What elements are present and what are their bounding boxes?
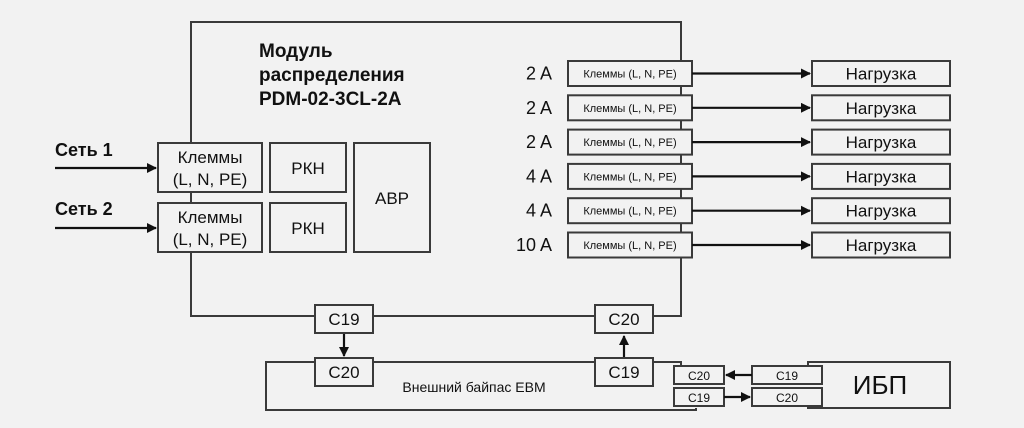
- load-block: [811, 94, 951, 122]
- load-block: [811, 128, 951, 156]
- output-current-rating: 2 A: [526, 64, 552, 84]
- output-terminal-label: Клеммы (L, N, PE): [583, 171, 676, 183]
- load-label: Нагрузка: [846, 202, 917, 221]
- load-label: Нагрузка: [846, 133, 917, 152]
- output-current-rating: 2 A: [526, 132, 552, 152]
- module-title: Модуль распределения PDM-02-3CL-2A: [259, 41, 405, 110]
- output-current-rating: 4 A: [526, 201, 552, 221]
- connector-label: C19: [776, 369, 798, 383]
- bypass-outline-right: [653, 361, 682, 366]
- module-connector-c20: C20: [594, 304, 654, 334]
- module-connector-c19: C19: [314, 304, 374, 334]
- input-terminal-block: [157, 142, 263, 193]
- voltage-relay-label: РКН: [291, 159, 325, 178]
- load-block: [811, 197, 951, 225]
- output-row: 10 A Клеммы (L, N, PE) Нагрузка: [516, 231, 951, 259]
- connector-label: C20: [688, 369, 710, 383]
- ats-box: [353, 142, 431, 253]
- output-terminal-label: Клеммы (L, N, PE): [583, 69, 676, 81]
- bypass-connector-c20: [314, 357, 374, 387]
- load-label: Нагрузка: [846, 167, 917, 186]
- bypass-connector-c19: [594, 357, 654, 387]
- load-label: Нагрузка: [846, 236, 917, 255]
- ats-label: АВР: [375, 189, 409, 208]
- bypass-side-connector-c20: [673, 365, 725, 385]
- output-terminal-block: [567, 231, 693, 259]
- output-current-rating: 10 A: [516, 235, 552, 255]
- module-outline: [190, 21, 682, 317]
- load-label: Нагрузка: [846, 99, 917, 118]
- connector-label: C20: [776, 391, 798, 405]
- output-row: 4 A Клеммы (L, N, PE) Нагрузка: [526, 197, 951, 225]
- connector-box: [594, 304, 654, 334]
- voltage-relay-block: [269, 202, 347, 253]
- connector-label: C19: [608, 363, 639, 382]
- load-block: [811, 60, 951, 87]
- load-label: Нагрузка: [846, 65, 917, 84]
- terminal-label-line-2: (L, N, PE): [173, 170, 248, 189]
- module-title-line-2: распределения: [259, 65, 405, 86]
- output-terminal-label: Клеммы (L, N, PE): [583, 103, 676, 115]
- connector-label: C19: [328, 310, 359, 329]
- connector-box: [314, 304, 374, 334]
- terminal-label-line-2: (L, N, PE): [173, 230, 248, 249]
- connector-label: C20: [608, 310, 639, 329]
- load-block: [811, 162, 951, 190]
- output-row: 2 A Клеммы (L, N, PE) Нагрузка: [526, 94, 951, 122]
- output-current-rating: 4 A: [526, 166, 552, 186]
- ups-label: ИБП: [853, 370, 907, 400]
- output-terminal-label: Клеммы (L, N, PE): [583, 240, 676, 252]
- input-1: Сеть 1 Клеммы (L, N, PE) РКН: [55, 140, 347, 193]
- module-title-line-3: PDM-02-3CL-2A: [259, 89, 402, 110]
- output-row: 2 A Клеммы (L, N, PE) Нагрузка: [526, 128, 951, 156]
- external-bypass: C20 C19 Внешний байпас EBM C20 C19: [265, 357, 725, 411]
- output-current-rating: 2 A: [526, 98, 552, 118]
- output-terminal-label: Клеммы (L, N, PE): [583, 206, 676, 218]
- output-row: 2 A Клеммы (L, N, PE) Нагрузка: [526, 60, 951, 87]
- module-outline-bottom-left: [190, 251, 315, 317]
- ups-outline: [807, 361, 951, 409]
- terminal-label-line-1: Клеммы: [178, 208, 243, 227]
- outputs: 2 A Клеммы (L, N, PE) Нагрузка 2 A Клеммы (L…: [516, 60, 951, 259]
- ups-connector-c20: [751, 387, 823, 407]
- output-terminal-block: [567, 94, 693, 122]
- module-title-line-1: Модуль: [259, 41, 333, 62]
- load-block: [811, 231, 951, 259]
- output-row: 4 A Клеммы (L, N, PE) Нагрузка: [526, 162, 951, 190]
- input-2: Сеть 2 Клеммы (L, N, PE) РКН: [55, 199, 347, 253]
- ups: ИБП C19 C20: [751, 361, 951, 409]
- input-terminal-block: [157, 202, 263, 253]
- connector-label: C20: [328, 363, 359, 382]
- bypass-outline-left: [265, 361, 697, 411]
- input-label: Сеть 2: [55, 199, 113, 219]
- connector-label: C19: [688, 391, 710, 405]
- voltage-relay-block: [269, 142, 347, 193]
- input-label: Сеть 1: [55, 140, 113, 160]
- voltage-relay-label: РКН: [291, 219, 325, 238]
- terminal-label-line-1: Клеммы: [178, 148, 243, 167]
- ats-block: АВР: [353, 142, 431, 253]
- output-terminal-block: [567, 162, 693, 190]
- output-terminal-label: Клеммы (L, N, PE): [583, 137, 676, 149]
- bypass-label: Внешний байпас EBM: [402, 379, 545, 395]
